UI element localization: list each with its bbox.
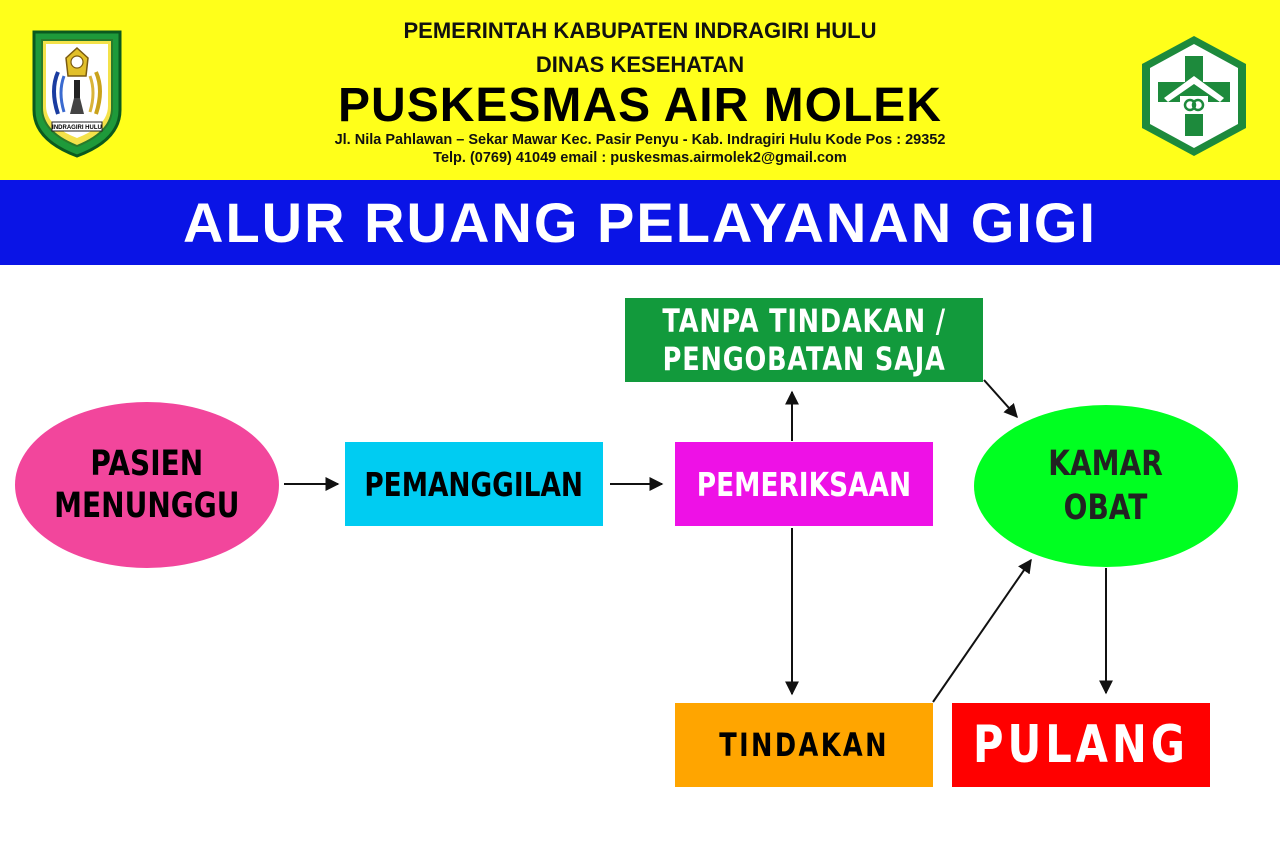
node-pemeriksaan-label: PEMERIKSAAN xyxy=(696,464,912,504)
node-tindakan: TINDAKAN xyxy=(675,703,933,787)
node-kamar-line2: OBAT xyxy=(1064,488,1148,528)
header-line-department: DINAS KESEHATAN xyxy=(535,52,745,77)
node-pemanggilan-label: PEMANGGILAN xyxy=(364,464,584,504)
node-pemanggilan: PEMANGGILAN xyxy=(345,442,603,526)
regency-crest-icon: INDRAGIRI HULU xyxy=(32,30,122,158)
banner-title: ALUR RUANG PELAYANAN GIGI xyxy=(183,191,1097,254)
node-tanpa-line1: TANPA TINDAKAN / xyxy=(662,302,946,340)
page-title: PUSKESMAS AIR MOLEK xyxy=(338,79,942,132)
node-pulang-label: PULANG xyxy=(973,715,1189,775)
banner-bar xyxy=(0,180,1280,265)
node-pulang: PULANG xyxy=(952,703,1210,787)
puskesmas-cross-icon xyxy=(1142,36,1246,156)
arrow-tanpa-to-kamar xyxy=(983,379,1018,419)
node-pasien-line1: PASIEN xyxy=(90,444,204,484)
node-tanpa-tindakan: TANPA TINDAKAN / PENGOBATAN SAJA xyxy=(625,298,983,382)
node-pemeriksaan: PEMERIKSAAN xyxy=(675,442,933,526)
header-contact: Telp. (0769) 41049 email : puskesmas.air… xyxy=(433,150,847,166)
header-line-government: PEMERINTAH KABUPATEN INDRAGIRI HULU xyxy=(403,18,877,43)
header-address: Jl. Nila Pahlawan – Sekar Mawar Kec. Pas… xyxy=(334,132,946,148)
header-bar xyxy=(0,0,1280,180)
node-pasien-line2: MENUNGGU xyxy=(54,486,240,526)
node-tindakan-label: TINDAKAN xyxy=(719,726,889,764)
node-pasien-menunggu: PASIEN MENUNGGU xyxy=(15,402,279,568)
node-kamar-obat: KAMAR OBAT xyxy=(974,405,1238,567)
arrow-tindakan-to-kamar xyxy=(932,558,1032,703)
node-kamar-line1: KAMAR xyxy=(1048,444,1164,484)
svg-text:INDRAGIRI HULU: INDRAGIRI HULU xyxy=(52,125,102,131)
node-tanpa-line2: PENGOBATAN SAJA xyxy=(662,340,946,378)
